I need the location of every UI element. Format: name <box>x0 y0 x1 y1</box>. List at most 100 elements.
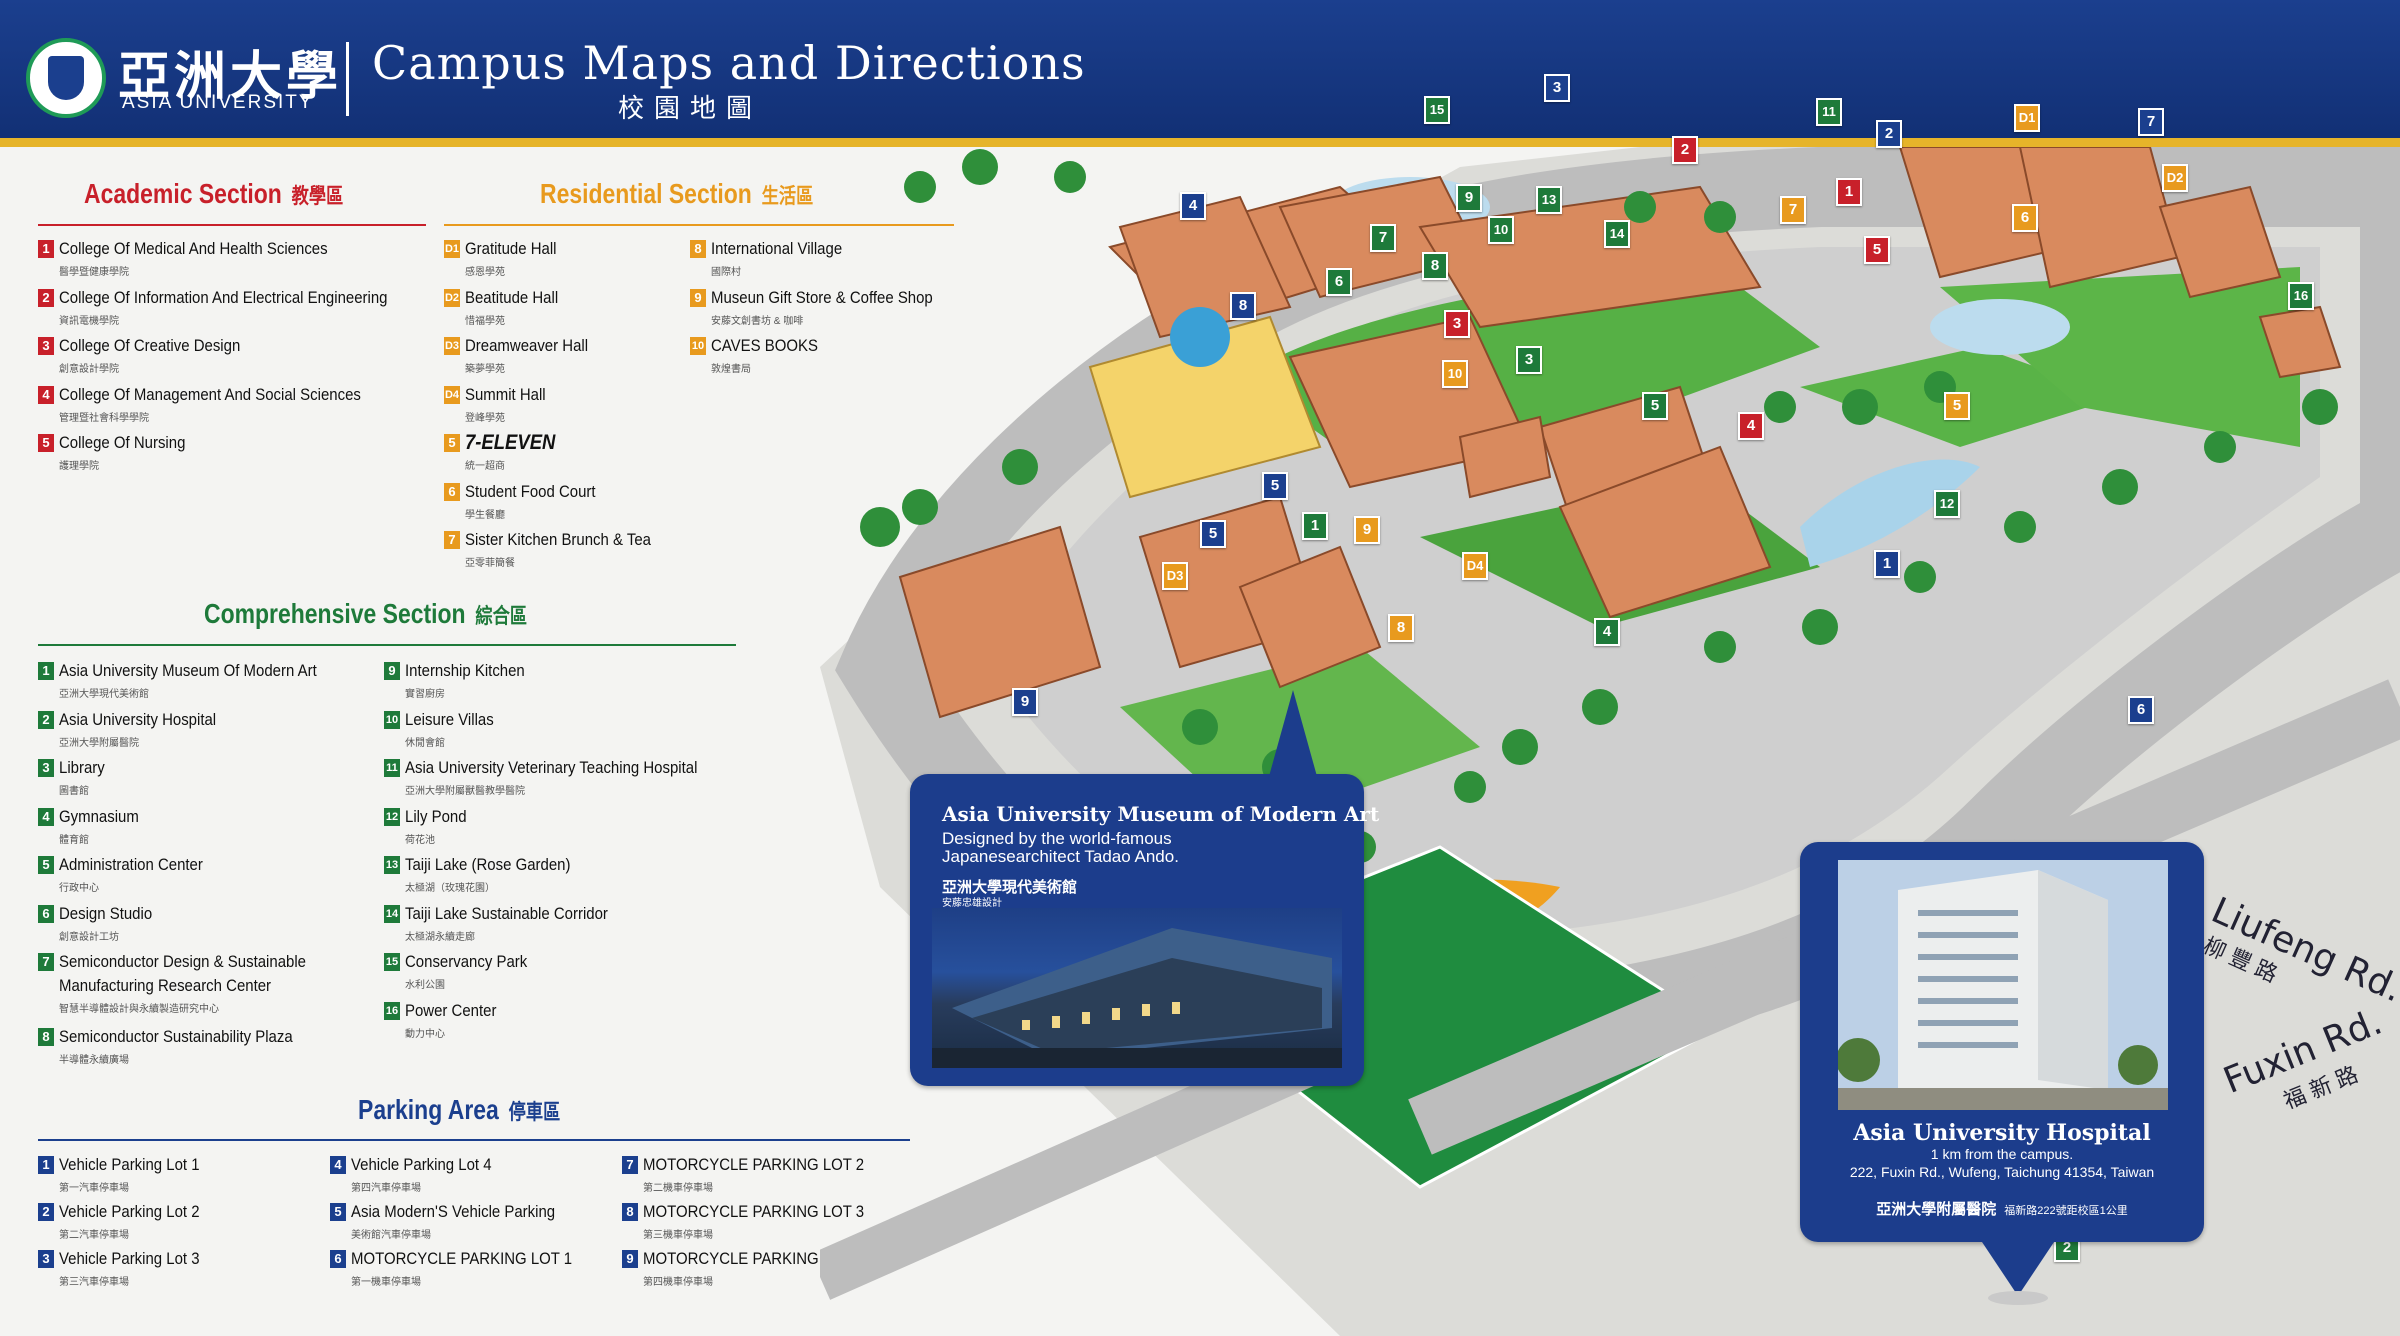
legend-item-label: Vehicle Parking Lot 3 <box>59 1249 200 1268</box>
map-marker[interactable]: 5 <box>1262 472 1288 500</box>
legend-item-label-cn: 第二汽車停車場 <box>59 1230 129 1241</box>
map-marker[interactable]: 10 <box>1488 216 1514 244</box>
map-marker[interactable]: 6 <box>1326 268 1352 296</box>
legend-item-label: MOTORCYCLE PARKING LOT 1 <box>351 1249 573 1268</box>
legend-item-number: 6 <box>330 1250 346 1268</box>
legend-item-label-cn: 太極湖（玫瑰花園） <box>405 883 495 894</box>
map-marker[interactable]: D4 <box>1462 552 1488 580</box>
map-marker[interactable]: 9 <box>1354 516 1380 544</box>
legend-item-label-cn: 亞洲大學附屬醫院 <box>59 737 139 749</box>
museum-callout[interactable]: Asia University Museum of Modern Art Des… <box>910 774 1379 1086</box>
legend-item-label: Taiji Lake (Rose Garden) <box>405 855 571 874</box>
legend-item-number: 11 <box>384 759 400 777</box>
legend-item-label: College Of Medical And Health Sciences <box>59 239 328 258</box>
legend-item-label: College Of Information And Electrical En… <box>59 287 388 307</box>
legend-item-label-cn: 管理暨社會科學學院 <box>59 412 149 424</box>
map-marker[interactable]: 13 <box>1536 186 1562 214</box>
legend-item-label: Administration Center <box>59 855 203 874</box>
map-marker[interactable]: 3 <box>1444 310 1470 338</box>
map-marker[interactable]: 6 <box>2128 696 2154 724</box>
legend-item-label: College Of Creative Design <box>59 336 241 355</box>
legend-item-label-cn: 統一超商 <box>465 461 505 472</box>
residential-divider <box>444 224 954 226</box>
map-marker[interactable]: D3 <box>1162 562 1188 590</box>
map-marker[interactable]: 16 <box>2288 282 2314 310</box>
legend-item-number: 5 <box>444 434 460 452</box>
legend-item: 3 College Of Creative Design 創意設計學院 <box>38 337 265 375</box>
legend-item-label: Dreamweaver Hall <box>465 336 589 355</box>
legend-item-label-cn: 創意設計工坊 <box>59 931 119 943</box>
museum-callout-desc-line2: Japanesearchitect Tadao Ando. <box>942 847 1179 866</box>
legend-item-label: Summit Hall <box>465 384 546 404</box>
legend-item-label-cn: 醫學暨健康學院 <box>59 267 129 278</box>
map-marker[interactable]: 7 <box>1370 224 1396 252</box>
legend-item-label-cn: 創意設計學院 <box>59 364 119 375</box>
map-marker[interactable]: 11 <box>1816 98 1842 126</box>
legend-item-label-cn: 第三機車停車場 <box>643 1230 713 1241</box>
map-marker[interactable]: 5 <box>1642 392 1668 420</box>
map-marker[interactable]: 6 <box>2012 204 2038 232</box>
map-marker[interactable]: 1 <box>1874 550 1900 578</box>
map-marker[interactable]: 5 <box>1200 520 1226 548</box>
legend-item-label-cn: 惜福學苑 <box>465 315 505 327</box>
legend-item-number: 5 <box>38 856 54 874</box>
map-marker[interactable]: 3 <box>1516 346 1542 374</box>
map-marker[interactable]: 2 <box>1672 136 1698 164</box>
legend-item-label-cn: 水利公園 <box>405 980 445 991</box>
map-marker[interactable]: 4 <box>1180 192 1206 220</box>
legend-item-number: 12 <box>384 807 400 826</box>
map-marker[interactable]: 12 <box>1934 490 1960 518</box>
map-marker[interactable]: 5 <box>1864 236 1890 264</box>
legend-item-number: 6 <box>444 482 460 501</box>
legend-item-label: Museun Gift Store & Coffee Shop <box>711 287 933 307</box>
map-marker[interactable]: 3 <box>1544 74 1570 102</box>
map-marker[interactable]: 9 <box>1456 184 1482 212</box>
map-marker[interactable]: 15 <box>1424 96 1450 124</box>
legend-item-number: 15 <box>384 953 400 971</box>
map-marker[interactable]: 1 <box>1302 512 1328 540</box>
museum-callout-desc: Designed by the world-famous Japanesearc… <box>942 830 1179 866</box>
map-marker[interactable]: 7 <box>2138 108 2164 136</box>
map-marker[interactable]: 7 <box>1780 196 1806 224</box>
legend-item-label-cn: 敦煌書局 <box>711 364 751 375</box>
map-marker[interactable]: 8 <box>1422 252 1448 280</box>
legend-item-number: 3 <box>38 337 54 355</box>
legend-item-label-cn: 亞洲大學現代美術館 <box>59 689 149 700</box>
legend-item-label-cn: 太極湖永續走廊 <box>405 931 475 943</box>
map-marker[interactable]: D2 <box>2162 164 2188 192</box>
map-marker[interactable]: 8 <box>1230 292 1256 320</box>
map-marker[interactable]: 10 <box>1442 360 1468 388</box>
legend-item-number: 7 <box>38 953 54 971</box>
map-marker[interactable]: 2 <box>1876 120 1902 148</box>
map-marker[interactable]: 14 <box>1604 220 1630 248</box>
map-marker[interactable]: 1 <box>1836 178 1862 206</box>
hospital-callout[interactable]: Asia University Hospital 1 km from the c… <box>1800 842 2204 1242</box>
legend-item-label-line2: Manufacturing Research Center <box>59 976 272 995</box>
map-marker[interactable]: 4 <box>1738 412 1764 440</box>
map-marker[interactable]: 9 <box>1012 688 1038 716</box>
comprehensive-divider <box>38 644 736 646</box>
map-marker[interactable]: 4 <box>1594 618 1620 646</box>
legend-item-label: College Of Management And Social Science… <box>59 384 361 404</box>
legend-item-label: Vehicle Parking Lot 1 <box>59 1155 200 1174</box>
map-marker[interactable]: 5 <box>1944 392 1970 420</box>
map-marker[interactable]: D1 <box>2014 104 2040 132</box>
map-marker[interactable]: 8 <box>1388 614 1414 642</box>
legend-item-label-cn: 護理學院 <box>59 461 99 472</box>
legend-item-label: Lily Pond <box>405 806 467 826</box>
